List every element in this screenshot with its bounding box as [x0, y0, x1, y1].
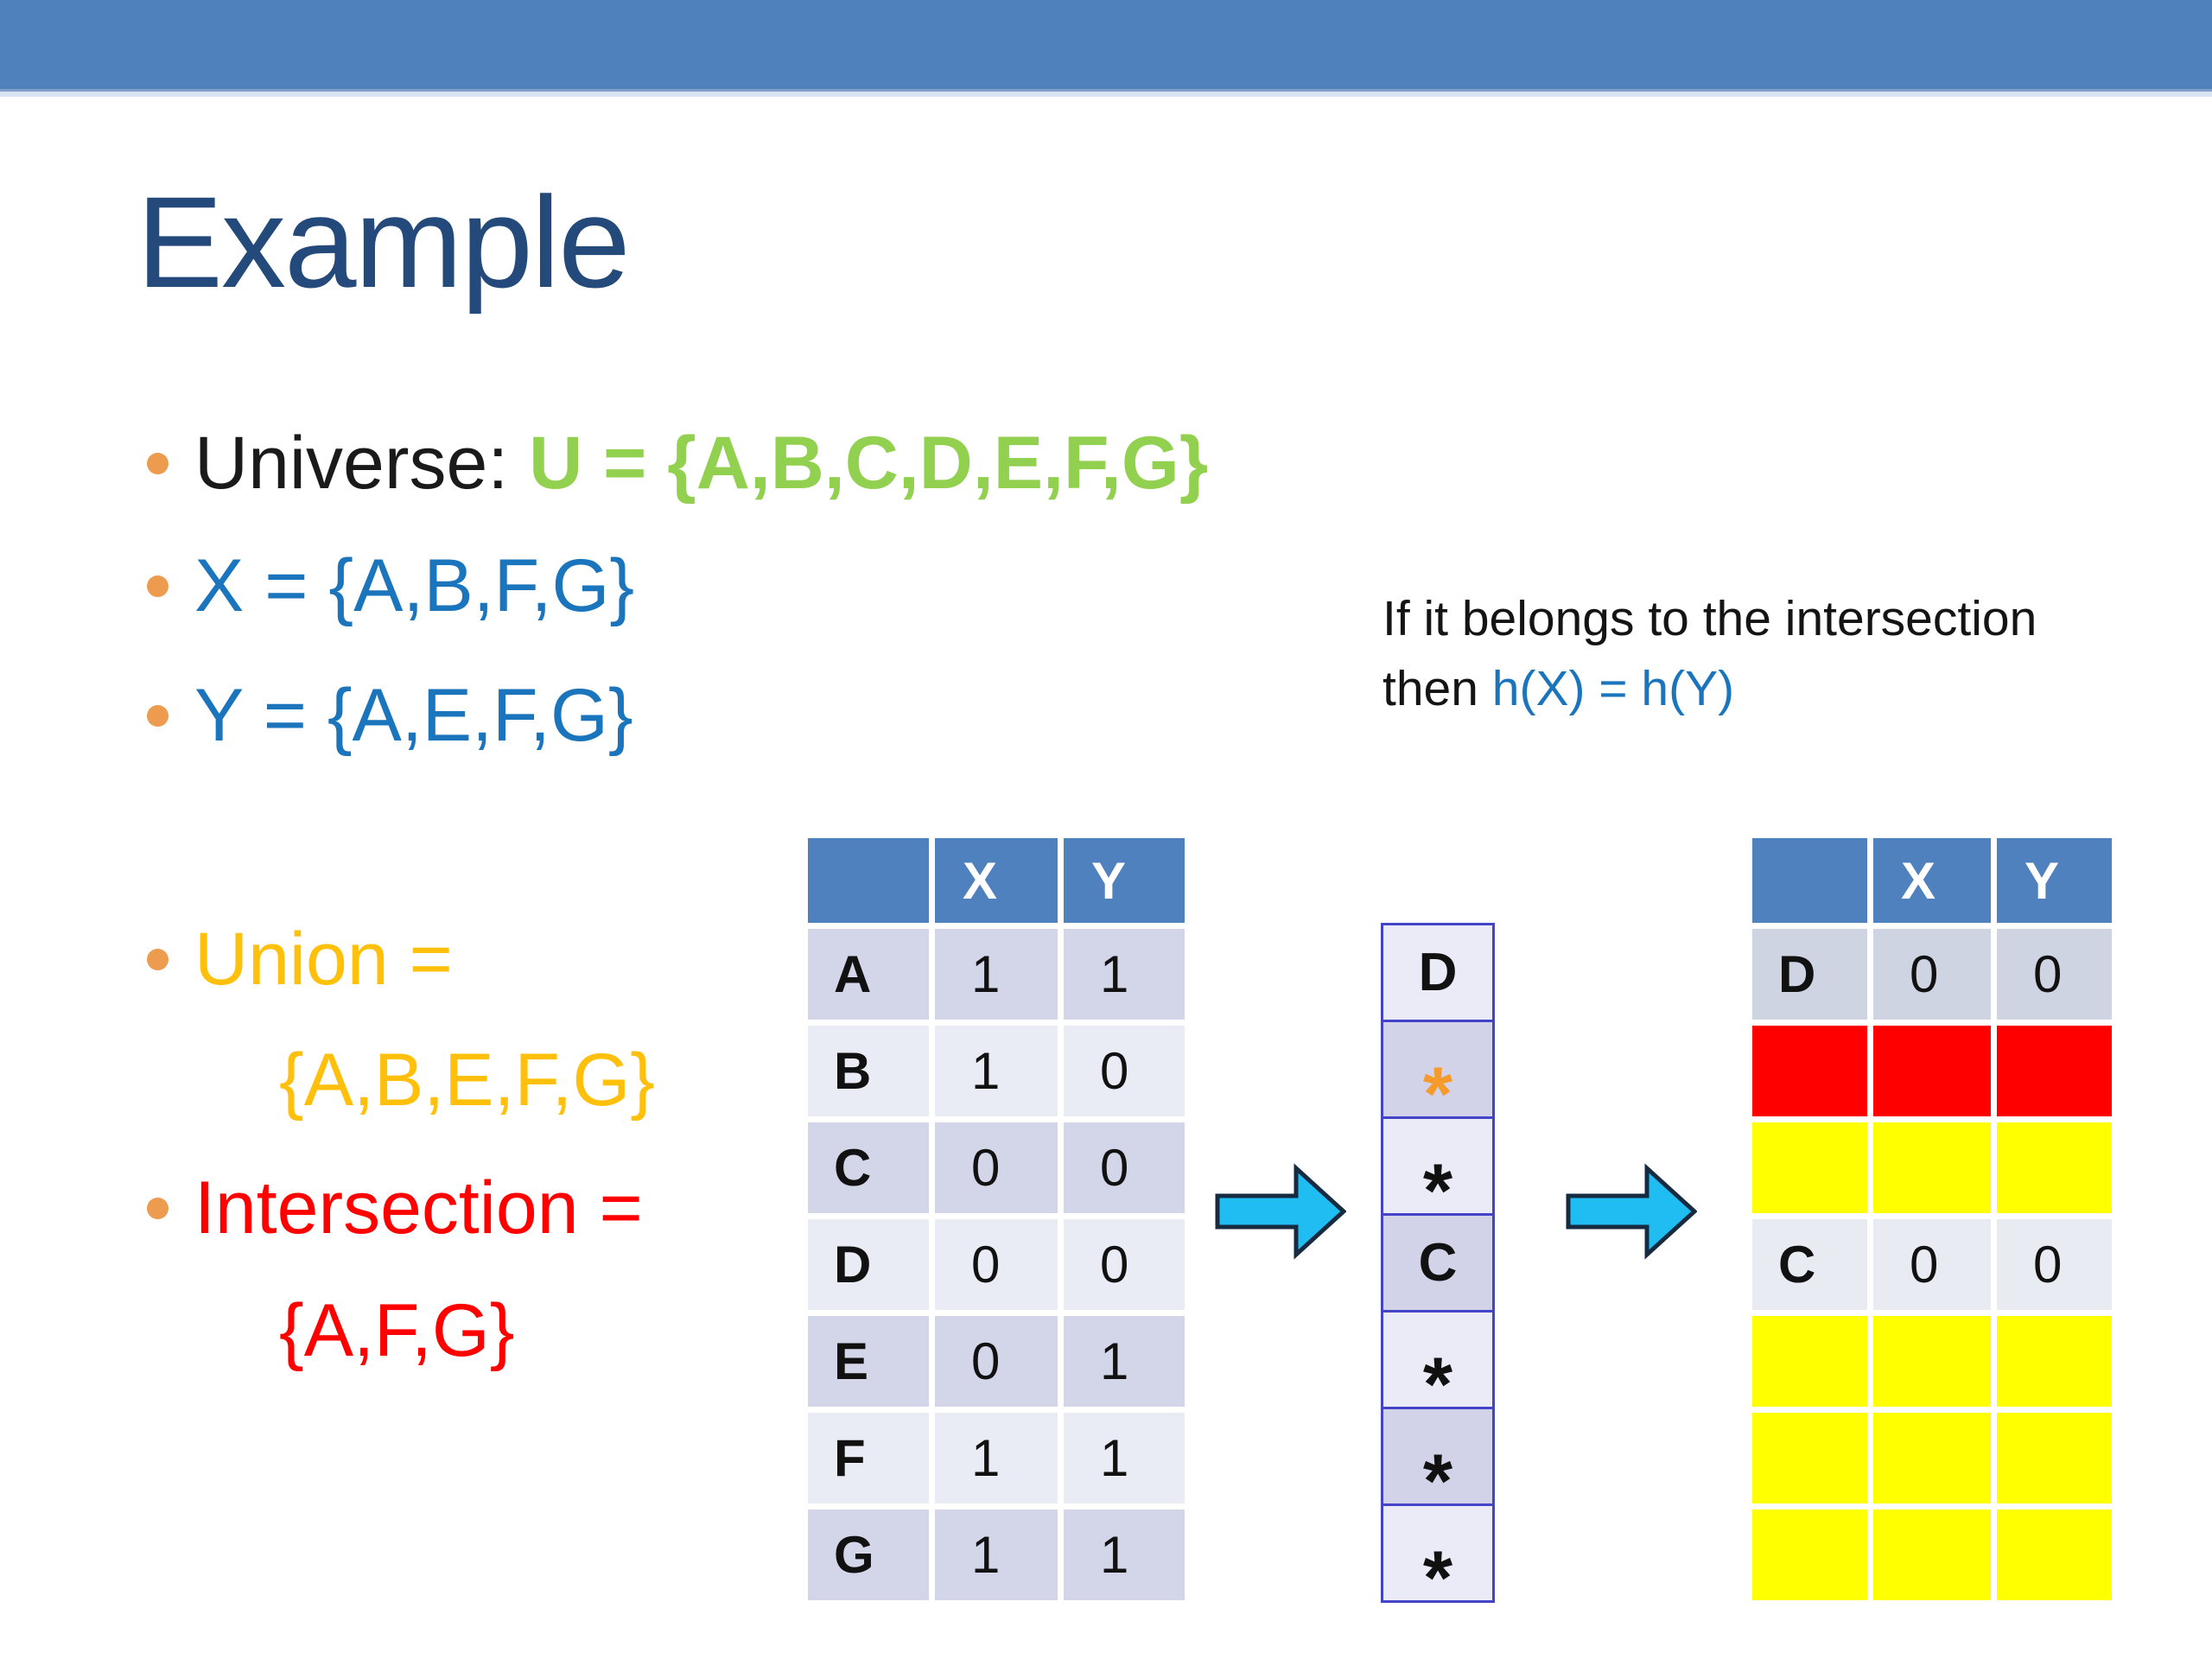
row-label: C [808, 1122, 929, 1213]
cell-value: 0 [1873, 1219, 1991, 1310]
cell-value: 0 [1064, 1122, 1185, 1213]
note-line1: If it belongs to the intersection [1382, 591, 2037, 646]
header-x-cell: X [1873, 838, 1991, 923]
highlight-yellow-cell [1752, 1316, 1867, 1407]
signature-cell: * [1383, 1119, 1492, 1228]
bullet-dot [147, 948, 168, 970]
row-label: G [808, 1510, 929, 1600]
universe-text: Universe: U = {A,B,C,D,E,F,G} [194, 420, 1208, 506]
cell-value: 1 [1064, 1413, 1185, 1503]
signature-cell: * [1383, 1022, 1492, 1131]
highlight-red-cell [1752, 1026, 1867, 1116]
union-label: Union = [194, 918, 453, 1001]
characteristic-matrix-table: X Y A 1 1 B 1 0 C 0 0 D 0 0 E 0 1 F 1 1 … [808, 838, 1185, 1600]
header-x-cell: X [935, 838, 1058, 923]
bullet-dot [147, 452, 168, 474]
cell-value: 1 [935, 929, 1058, 1020]
bullet-dot [147, 704, 168, 727]
highlight-red-cell [1997, 1026, 2112, 1116]
cell-value: 0 [1997, 929, 2112, 1020]
intersection-label: Intersection = [194, 1166, 643, 1249]
highlight-yellow-cell [1873, 1122, 1991, 1213]
highlight-yellow-cell [1997, 1316, 2112, 1407]
highlight-yellow-cell [1873, 1413, 1991, 1503]
highlight-yellow-cell [1752, 1510, 1867, 1600]
cell-value: 1 [935, 1510, 1058, 1600]
top-banner [0, 0, 2212, 92]
universe-value: U = {A,B,C,D,E,F,G} [529, 422, 1209, 505]
bullet-dot [147, 575, 168, 597]
bullet-dot [147, 1197, 168, 1219]
row-label: D [808, 1219, 929, 1310]
right-arrow-icon [1215, 1161, 1346, 1262]
cell-value: 0 [1873, 929, 1991, 1020]
cell-value: 0 [1064, 1026, 1185, 1116]
cell-value: 0 [1997, 1219, 2112, 1310]
intersection-value: {A,F,G} [279, 1289, 515, 1372]
y-set-text: Y = {A,E,F,G} [194, 674, 633, 757]
bullet-intersection: Intersection = [147, 1165, 643, 1251]
cell-value: 1 [1064, 1510, 1185, 1600]
cell-value: 0 [1064, 1219, 1185, 1310]
signature-cell: C [1383, 1216, 1492, 1313]
bullet-universe: Universe: U = {A,B,C,D,E,F,G} [147, 420, 1208, 506]
highlight-yellow-cell [1752, 1122, 1867, 1213]
signature-cell: D [1383, 925, 1492, 1022]
row-label: F [808, 1413, 929, 1503]
bullet-x-set: X = {A,B,F,G} [147, 543, 634, 629]
cell-value: 0 [935, 1316, 1058, 1407]
note-line2: then h(X) = h(Y) [1382, 654, 2037, 724]
row-label: D [1752, 929, 1867, 1020]
union-value: {A,B,E,F,G} [279, 1039, 655, 1122]
note-formula: h(X) = h(Y) [1491, 661, 1735, 716]
row-label: B [808, 1026, 929, 1116]
cell-value: 1 [935, 1413, 1058, 1503]
signature-cell: * [1383, 1409, 1492, 1518]
x-set-text: X = {A,B,F,G} [194, 544, 635, 627]
highlight-yellow-cell [1997, 1122, 2112, 1213]
bullet-y-set: Y = {A,E,F,G} [147, 672, 633, 759]
result-table: X Y D 0 0 C 0 0 [1752, 838, 2112, 1600]
header-blank-cell [808, 838, 929, 923]
signature-cell: * [1383, 1506, 1492, 1615]
cell-value: 0 [935, 1122, 1058, 1213]
cell-value: 0 [935, 1219, 1058, 1310]
highlight-yellow-cell [1752, 1413, 1867, 1503]
cell-value: 1 [1064, 1316, 1185, 1407]
highlight-yellow-cell [1873, 1510, 1991, 1600]
top-banner-accent-line [0, 92, 2212, 97]
page-title: Example [137, 169, 631, 315]
row-label: A [808, 929, 929, 1020]
row-label: E [808, 1316, 929, 1407]
cell-value: 1 [935, 1026, 1058, 1116]
signature-column: D * * C * * * [1381, 923, 1495, 1615]
signature-cell: * [1383, 1313, 1492, 1421]
header-y-cell: Y [1064, 838, 1185, 923]
highlight-yellow-cell [1997, 1413, 2112, 1503]
highlight-yellow-cell [1997, 1510, 2112, 1600]
header-y-cell: Y [1997, 838, 2112, 923]
cell-value: 1 [1064, 929, 1185, 1020]
header-blank-cell [1752, 838, 1867, 923]
bullet-union: Union = [147, 916, 453, 1002]
right-arrow-icon [1566, 1161, 1697, 1262]
intersection-note: If it belongs to the intersection then h… [1382, 584, 2037, 724]
highlight-red-cell [1873, 1026, 1991, 1116]
row-label: C [1752, 1219, 1867, 1310]
highlight-yellow-cell [1873, 1316, 1991, 1407]
note-then: then [1382, 661, 1492, 716]
universe-label: Universe: [194, 422, 530, 505]
